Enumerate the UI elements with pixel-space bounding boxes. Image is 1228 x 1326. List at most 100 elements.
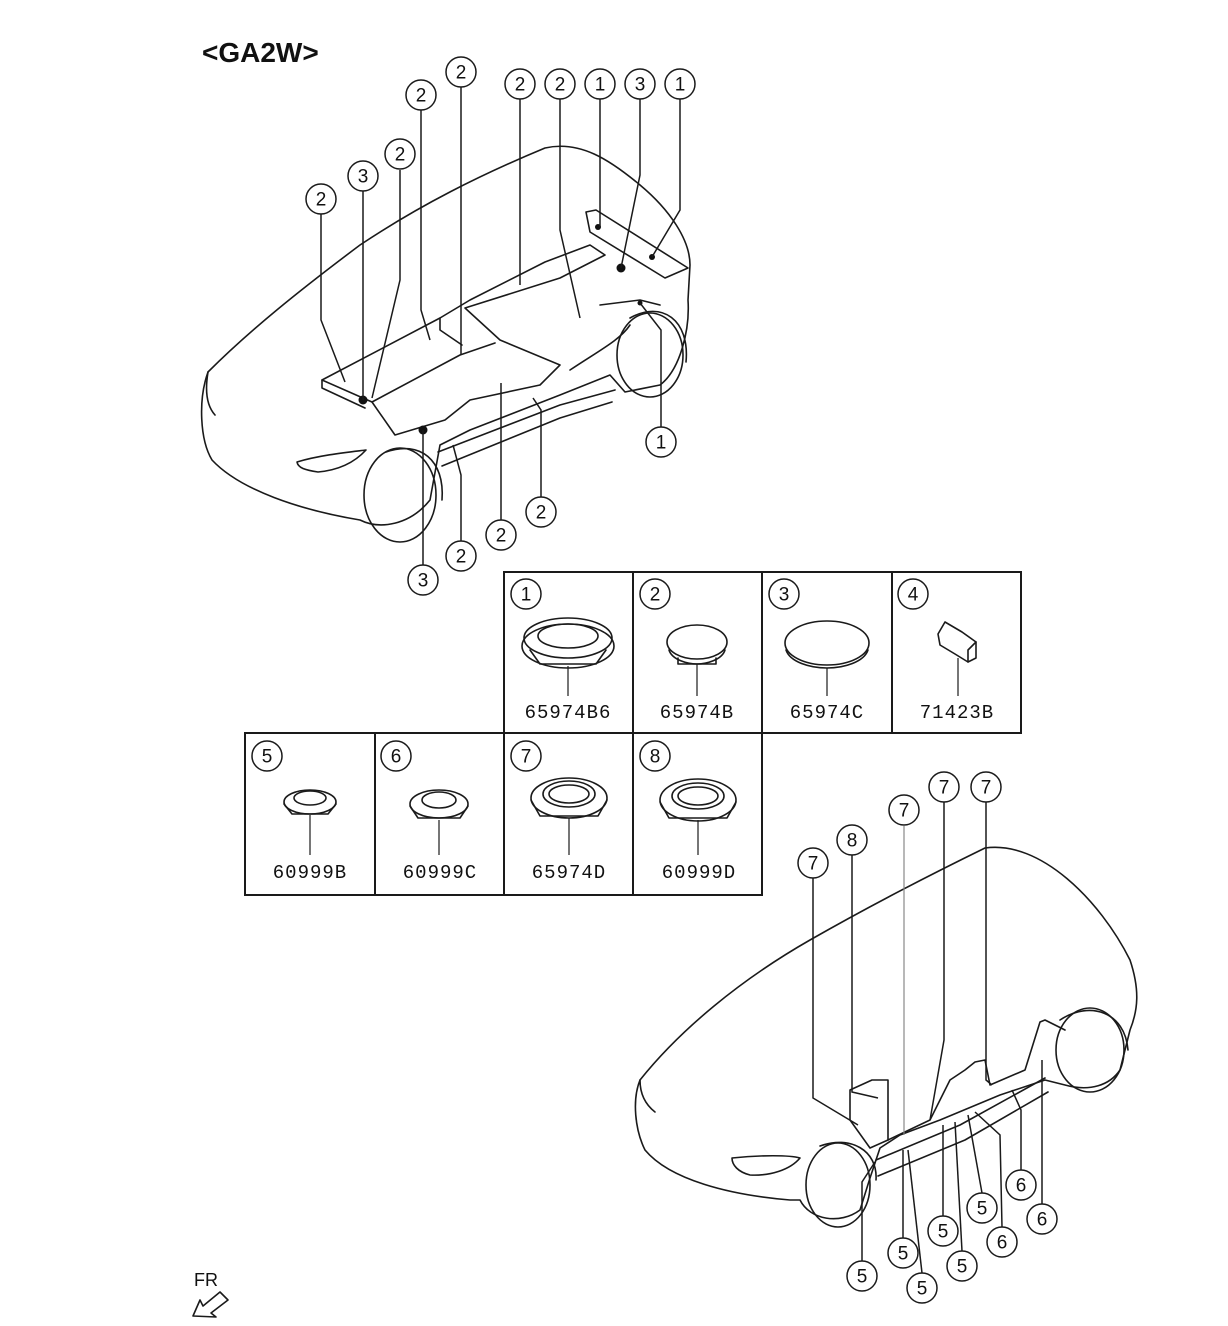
svg-text:2: 2: [515, 75, 526, 96]
svg-text:3: 3: [635, 75, 646, 96]
bottom-callouts: 7 8 7 7 7 5 5 5 5 5 5 6 6 6: [797, 771, 1058, 1304]
arrow-down-left-icon: [192, 1291, 229, 1318]
svg-text:5: 5: [957, 1257, 968, 1278]
callout-7: 7: [928, 771, 960, 803]
callout-3: 3: [407, 564, 439, 596]
front-label: FR: [194, 1270, 218, 1290]
callout-5: 5: [946, 1250, 978, 1282]
medium-grommet-icon: [409, 789, 469, 855]
svg-text:6: 6: [997, 1233, 1008, 1254]
callout-5: 5: [887, 1237, 919, 1269]
model-title: <GA2W>: [202, 37, 319, 68]
svg-text:3: 3: [779, 585, 790, 606]
callout-6: 6: [1005, 1169, 1037, 1201]
part-cell-3: 3 65974C: [768, 578, 870, 724]
bottom-vehicle-outline: [634, 846, 1138, 1228]
part-number: 65974D: [532, 862, 606, 884]
callout-2: 2: [305, 183, 337, 215]
bottom-leader-lines: [812, 802, 1043, 1274]
svg-text:6: 6: [1037, 1210, 1048, 1231]
svg-text:3: 3: [358, 167, 369, 188]
part-cell-4: 4 71423B: [897, 578, 994, 724]
svg-text:1: 1: [656, 433, 667, 454]
parts-table: [244, 571, 1022, 896]
svg-text:7: 7: [808, 854, 819, 875]
top-vehicle-outline: [200, 145, 691, 543]
svg-text:2: 2: [456, 547, 467, 568]
callout-6: 6: [986, 1226, 1018, 1258]
part-number: 65974B: [660, 702, 734, 724]
svg-text:5: 5: [938, 1222, 949, 1243]
svg-text:5: 5: [917, 1279, 928, 1300]
callout-2: 2: [485, 519, 517, 551]
part-cell-6: 6 60999C: [380, 740, 476, 884]
svg-text:2: 2: [456, 63, 467, 84]
svg-text:7: 7: [899, 801, 910, 822]
part-cell-1: 1 65974B6: [510, 578, 615, 724]
callout-5: 5: [846, 1260, 878, 1292]
callout-2: 2: [445, 540, 477, 572]
svg-text:1: 1: [595, 75, 606, 96]
svg-text:2: 2: [650, 585, 661, 606]
sealing-patch-icon: [937, 621, 977, 696]
svg-text:8: 8: [650, 747, 661, 768]
part-number: 60999D: [662, 862, 736, 884]
svg-text:6: 6: [1016, 1176, 1027, 1197]
front-direction-indicator: FR: [192, 1270, 229, 1318]
callout-8: 8: [836, 824, 868, 856]
small-plug-icon: [666, 624, 728, 696]
svg-text:5: 5: [977, 1199, 988, 1220]
svg-text:4: 4: [908, 585, 919, 606]
large-plug-icon: [784, 620, 870, 696]
part-cell-2: 2 65974B: [639, 578, 734, 724]
svg-text:7: 7: [981, 778, 992, 799]
callout-2: 2: [504, 68, 536, 100]
part-number: 60999B: [273, 862, 347, 884]
callout-7: 7: [797, 847, 829, 879]
oval-grommet-icon: [521, 617, 615, 696]
part-number: 65974C: [790, 702, 864, 724]
callout-1: 1: [584, 68, 616, 100]
callout-5: 5: [927, 1215, 959, 1247]
svg-text:5: 5: [262, 747, 273, 768]
svg-text:3: 3: [418, 571, 429, 592]
callout-1: 1: [664, 68, 696, 100]
callout-1: 1: [645, 426, 677, 458]
svg-text:5: 5: [857, 1267, 868, 1288]
svg-text:6: 6: [391, 747, 402, 768]
callout-7: 7: [888, 794, 920, 826]
svg-text:1: 1: [675, 75, 686, 96]
large-grommet-icon: [530, 777, 608, 855]
svg-text:2: 2: [395, 145, 406, 166]
callout-2: 2: [544, 68, 576, 100]
large-grommet-icon: [659, 778, 737, 855]
part-cell-8: 8 60999D: [639, 740, 737, 884]
callout-5: 5: [906, 1272, 938, 1304]
part-number: 65974B6: [525, 702, 612, 724]
callout-2: 2: [445, 56, 477, 88]
callout-2: 2: [405, 79, 437, 111]
callout-7: 7: [970, 771, 1002, 803]
callout-5: 5: [966, 1192, 998, 1224]
svg-text:2: 2: [555, 75, 566, 96]
part-cell-5: 5 60999B: [251, 740, 347, 884]
svg-text:5: 5: [898, 1244, 909, 1265]
callout-2: 2: [384, 138, 416, 170]
callout-6: 6: [1026, 1203, 1058, 1235]
svg-text:2: 2: [496, 526, 507, 547]
callout-3: 3: [624, 68, 656, 100]
top-leader-lines: [320, 87, 681, 565]
svg-text:8: 8: [847, 831, 858, 852]
part-number: 71423B: [920, 702, 994, 724]
svg-text:2: 2: [316, 190, 327, 211]
callout-2: 2: [525, 496, 557, 528]
part-cell-7: 7 65974D: [510, 740, 608, 884]
svg-text:7: 7: [939, 778, 950, 799]
svg-text:7: 7: [521, 747, 532, 768]
svg-text:2: 2: [416, 86, 427, 107]
top-callouts: 2 3 2 2 2 2 2 1 3 1 1 2 2 2 3: [305, 56, 696, 596]
svg-text:1: 1: [521, 585, 532, 606]
small-grommet-icon: [283, 789, 337, 855]
svg-text:2: 2: [536, 503, 547, 524]
